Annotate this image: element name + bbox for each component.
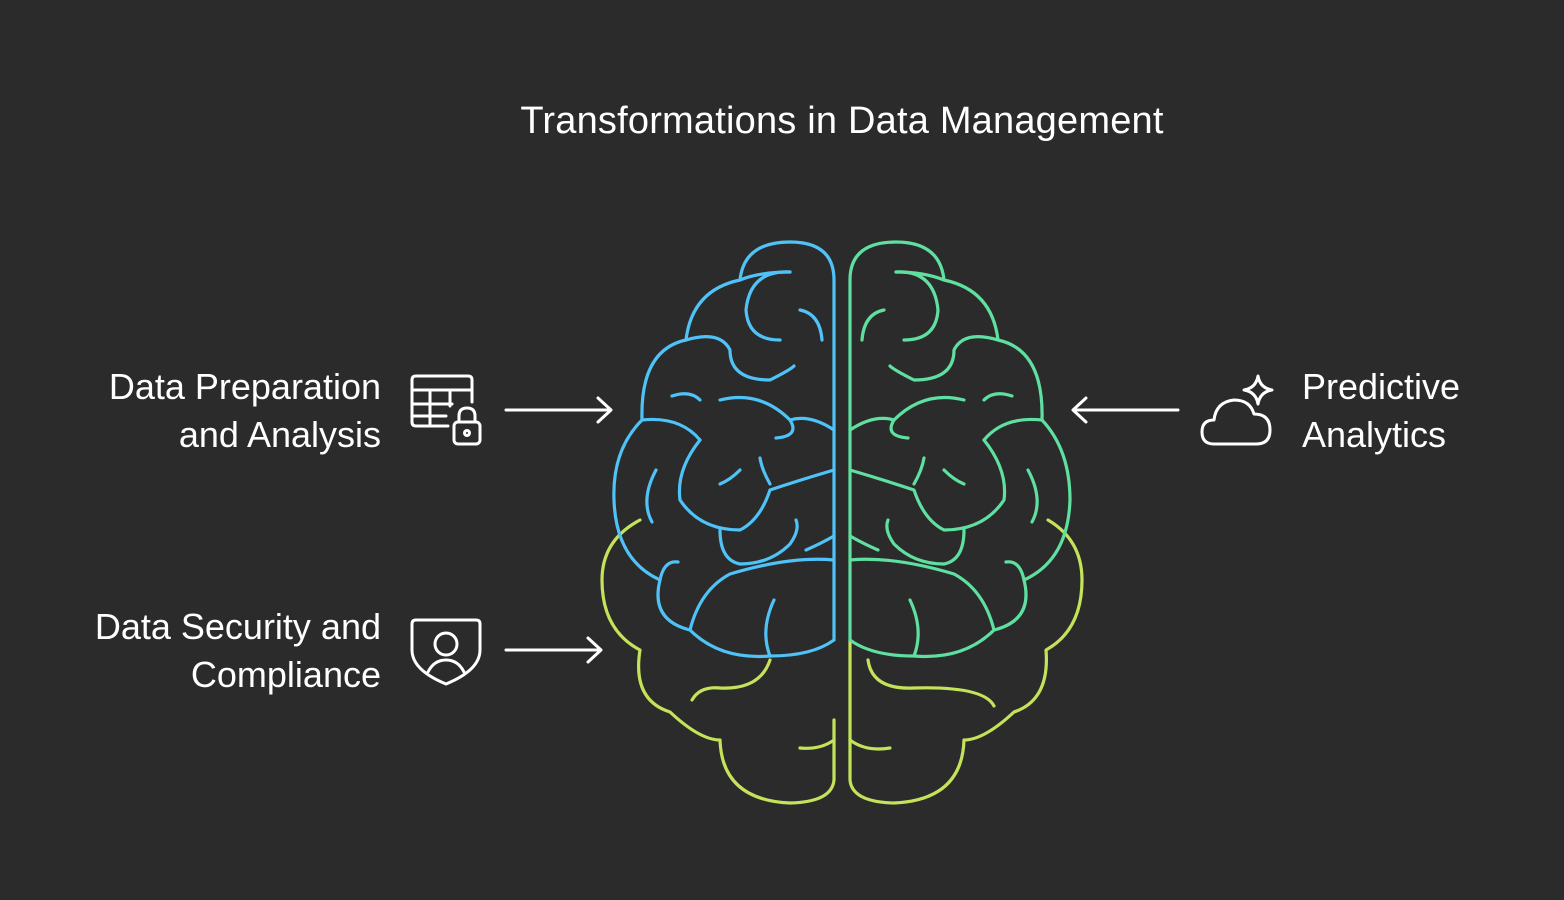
diagram-title: Transformations in Data Management [520,100,1164,142]
arrow-left-icon [1071,396,1180,424]
shield-user-icon [410,618,482,686]
arrow-right-icon [504,396,613,424]
brain-right-hemisphere [848,240,1072,659]
brain-left-hemisphere [612,240,836,659]
arrow-right-icon [504,636,603,664]
table-lock-icon [410,374,482,446]
cloud-sparkle-icon [1200,374,1274,446]
brain-bottom-lobes [600,518,1084,805]
label-data-preparation: Data Preparation and Analysis [109,363,381,459]
label-line: Analytics [1302,414,1447,455]
label-predictive-analytics: Predictive Analytics [1302,363,1460,459]
label-line: Data Security and [94,606,381,647]
label-data-security: Data Security and Compliance [95,603,381,699]
label-line: Predictive [1302,366,1461,407]
label-line: and Analysis [178,414,381,455]
label-line: Compliance [190,654,381,695]
label-line: Data Preparation [108,366,381,407]
